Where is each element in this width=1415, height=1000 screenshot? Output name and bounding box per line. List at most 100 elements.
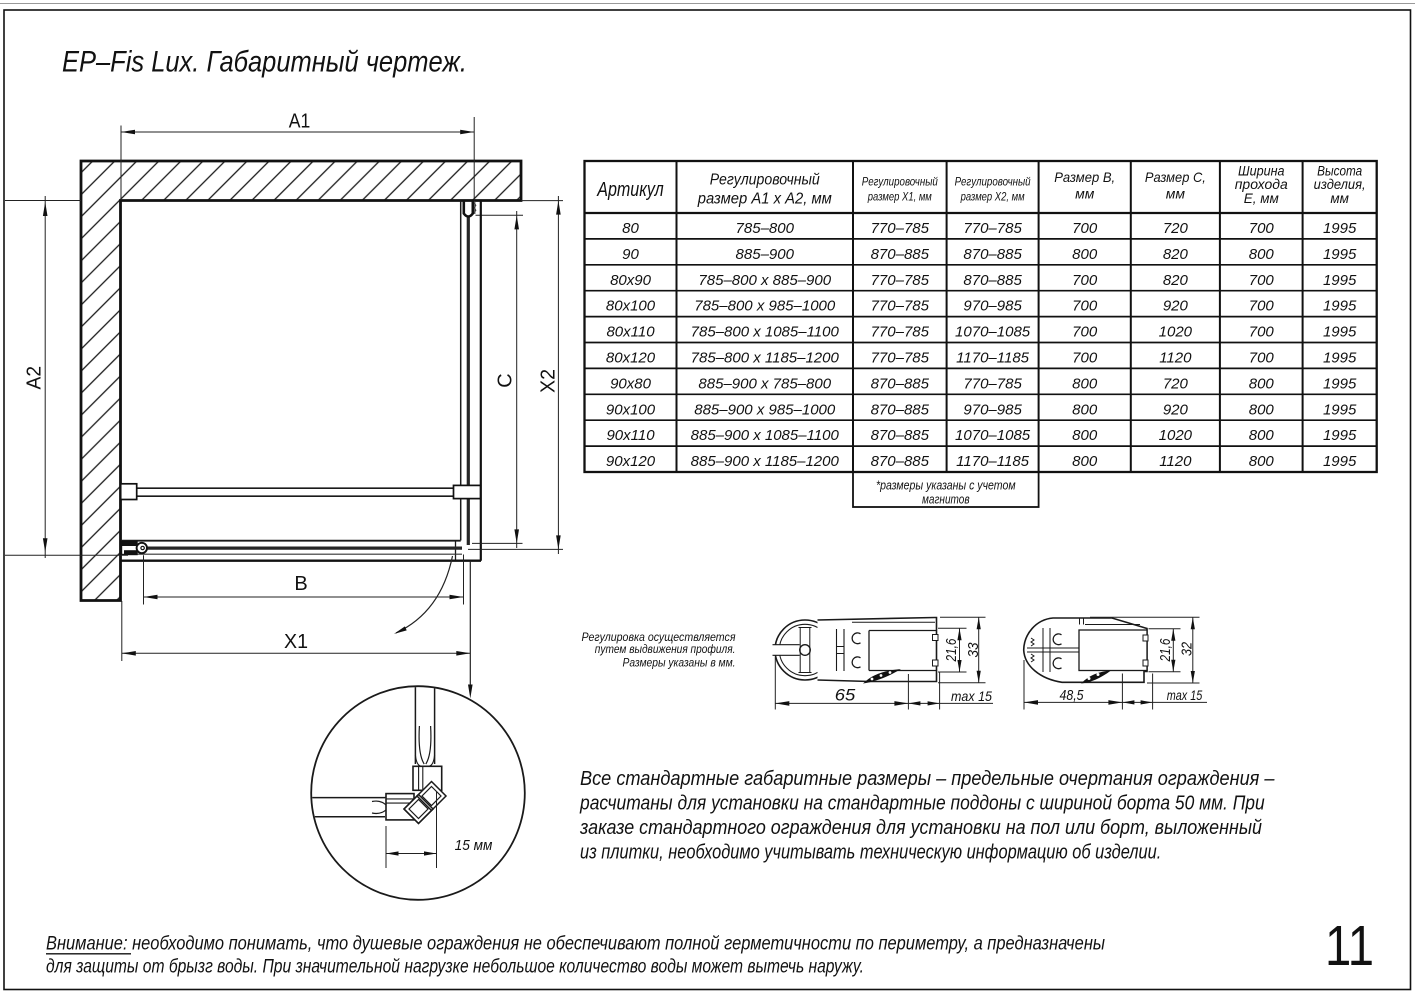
svg-text:970–985: 970–985 <box>963 401 1022 418</box>
svg-text:*размеры указаны с учетом: *размеры указаны с учетом <box>876 479 1016 493</box>
svg-text:max 15: max 15 <box>1167 688 1203 703</box>
svg-text:770–785: 770–785 <box>871 350 930 367</box>
svg-text:Регулировочный: Регулировочный <box>955 177 1032 189</box>
svg-text:1120: 1120 <box>1159 453 1192 470</box>
svg-text:1995: 1995 <box>1323 375 1357 392</box>
svg-text:расчитаны для установки на ста: расчитаны для установки на стандартные п… <box>579 791 1265 814</box>
svg-text:1995: 1995 <box>1323 453 1357 470</box>
svg-text:1995: 1995 <box>1323 427 1357 444</box>
svg-text:800: 800 <box>1072 246 1098 263</box>
svg-text:1020: 1020 <box>1159 427 1193 444</box>
svg-text:прохода: прохода <box>1235 177 1288 192</box>
svg-text:700: 700 <box>1249 272 1275 289</box>
svg-text:870–885: 870–885 <box>963 246 1022 263</box>
svg-text:785–800 х 1185–1200: 785–800 х 1185–1200 <box>691 350 840 367</box>
svg-text:700: 700 <box>1249 220 1275 237</box>
svg-text:C: C <box>495 373 517 387</box>
svg-text:800: 800 <box>1072 453 1098 470</box>
svg-text:870–885: 870–885 <box>871 246 930 263</box>
svg-text:820: 820 <box>1163 246 1189 263</box>
svg-text:80: 80 <box>622 220 639 237</box>
svg-text:920: 920 <box>1163 298 1189 315</box>
svg-text:размер Х2, мм: размер Х2, мм <box>960 192 1025 204</box>
svg-text:1120: 1120 <box>1159 350 1192 367</box>
svg-text:700: 700 <box>1072 298 1098 315</box>
svg-text:770–785: 770–785 <box>871 220 930 237</box>
svg-text:1995: 1995 <box>1323 324 1357 341</box>
svg-text:770–785: 770–785 <box>963 375 1022 392</box>
svg-text:785–800 х 885–900: 785–800 х 885–900 <box>698 272 831 289</box>
svg-text:770–785: 770–785 <box>871 272 930 289</box>
svg-text:870–885: 870–885 <box>871 401 930 418</box>
svg-text:1170–1185: 1170–1185 <box>956 350 1030 367</box>
svg-text:1995: 1995 <box>1323 298 1357 315</box>
svg-text:800: 800 <box>1249 246 1275 263</box>
svg-text:90х100: 90х100 <box>606 401 656 418</box>
svg-text:65: 65 <box>835 687 856 705</box>
svg-text:мм: мм <box>1075 185 1095 201</box>
svg-text:820: 820 <box>1163 272 1189 289</box>
svg-text:изделия,: изделия, <box>1314 177 1366 192</box>
svg-text:X1: X1 <box>284 631 308 653</box>
svg-text:770–785: 770–785 <box>871 298 930 315</box>
svg-text:Высота: Высота <box>1317 164 1362 179</box>
svg-text:800: 800 <box>1072 427 1098 444</box>
svg-text:770–785: 770–785 <box>871 324 930 341</box>
svg-text:15 мм: 15 мм <box>455 837 493 854</box>
svg-text:885–900 х 985–1000: 885–900 х 985–1000 <box>694 401 836 418</box>
svg-text:1170–1185: 1170–1185 <box>956 453 1030 470</box>
svg-text:Регулировочный: Регулировочный <box>710 172 820 189</box>
svg-text:1020: 1020 <box>1159 324 1193 341</box>
svg-text:Внимание: необходимо понимать,: Внимание: необходимо понимать, что душев… <box>46 933 1105 954</box>
svg-text:700: 700 <box>1072 220 1098 237</box>
svg-text:800: 800 <box>1249 401 1275 418</box>
svg-text:80х120: 80х120 <box>606 350 656 367</box>
svg-text:1070–1085: 1070–1085 <box>955 324 1031 341</box>
svg-text:785–800 х 1085–1100: 785–800 х 1085–1100 <box>691 324 840 341</box>
svg-text:1995: 1995 <box>1323 350 1357 367</box>
svg-text:90: 90 <box>622 246 639 263</box>
svg-text:мм: мм <box>1166 185 1186 201</box>
svg-text:1995: 1995 <box>1323 272 1357 289</box>
svg-text:885–900 х 1085–1100: 885–900 х 1085–1100 <box>691 427 840 444</box>
svg-text:785–800 х 985–1000: 785–800 х 985–1000 <box>694 298 836 315</box>
svg-text:800: 800 <box>1072 375 1098 392</box>
svg-text:48,5: 48,5 <box>1060 688 1085 704</box>
svg-text:размер Х1, мм: размер Х1, мм <box>867 192 932 204</box>
svg-text:800: 800 <box>1249 375 1275 392</box>
svg-text:800: 800 <box>1249 453 1275 470</box>
svg-text:870–885: 870–885 <box>963 272 1022 289</box>
svg-text:Артикул: Артикул <box>596 179 663 201</box>
svg-text:885–900 х 1185–1200: 885–900 х 1185–1200 <box>691 453 840 470</box>
svg-text:800: 800 <box>1249 427 1275 444</box>
svg-text:A2: A2 <box>24 366 46 390</box>
svg-text:800: 800 <box>1072 401 1098 418</box>
svg-text:80х100: 80х100 <box>606 298 656 315</box>
svg-text:770–785: 770–785 <box>963 220 1022 237</box>
svg-text:885–900: 885–900 <box>736 246 795 263</box>
svg-text:700: 700 <box>1072 272 1098 289</box>
svg-text:EP–Fis Lux. Габаритный чертеж.: EP–Fis Lux. Габаритный чертеж. <box>62 46 467 79</box>
svg-text:80х90: 80х90 <box>610 272 652 289</box>
svg-text:размер А1 х А2, мм: размер А1 х А2, мм <box>697 191 832 208</box>
svg-text:720: 720 <box>1163 375 1189 392</box>
svg-text:Ширина: Ширина <box>1238 164 1285 179</box>
svg-text:max 15: max 15 <box>951 688 992 704</box>
svg-text:700: 700 <box>1249 298 1275 315</box>
svg-text:90х120: 90х120 <box>606 453 656 470</box>
svg-text:920: 920 <box>1163 401 1189 418</box>
svg-text:700: 700 <box>1249 350 1275 367</box>
svg-text:Все стандартные габаритные раз: Все стандартные габаритные размеры – пре… <box>580 767 1275 790</box>
svg-text:80х110: 80х110 <box>606 324 655 341</box>
svg-text:700: 700 <box>1072 324 1098 341</box>
svg-text:мм: мм <box>1330 191 1349 206</box>
svg-text:90х110: 90х110 <box>606 427 655 444</box>
svg-text:магнитов: магнитов <box>922 493 970 507</box>
svg-text:Размер В,: Размер В, <box>1054 169 1115 185</box>
svg-text:Регулировочный: Регулировочный <box>862 177 939 189</box>
svg-text:700: 700 <box>1072 350 1098 367</box>
svg-text:700: 700 <box>1249 324 1275 341</box>
svg-text:720: 720 <box>1163 220 1189 237</box>
svg-text:90х80: 90х80 <box>610 375 652 392</box>
svg-text:870–885: 870–885 <box>871 375 930 392</box>
